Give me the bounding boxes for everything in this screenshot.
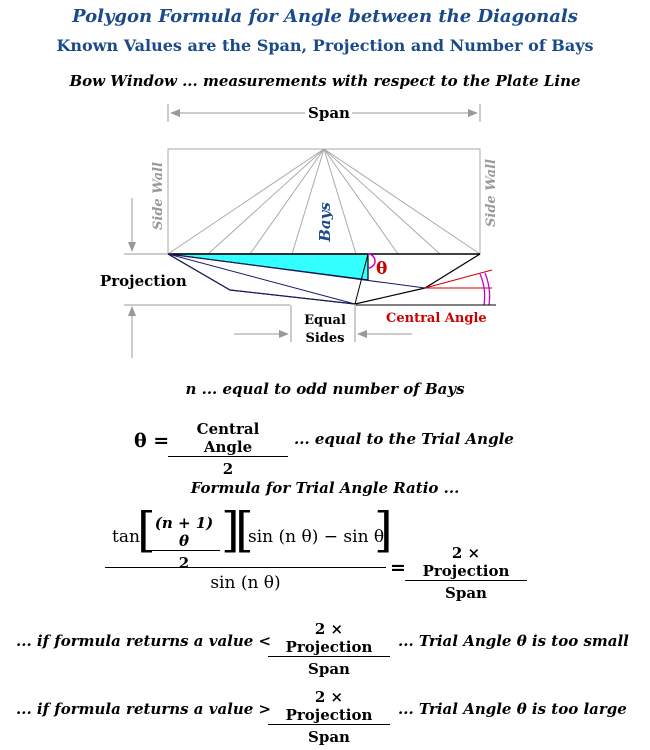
projection-arrowhead-bottom xyxy=(128,306,136,316)
theta-numerator: Central Angle xyxy=(196,420,260,456)
side-wall-right-label: Side Wall xyxy=(484,159,499,227)
span-label: Span xyxy=(308,104,350,122)
bay-fan-lines xyxy=(167,148,481,255)
inner-numerator: (n + 1) θ xyxy=(154,514,214,550)
cond2-numerator: 2 × Projection xyxy=(285,688,373,724)
center-guide xyxy=(354,253,369,305)
theta-denominator: 2 xyxy=(168,456,288,478)
bays-label: Bays xyxy=(316,202,334,243)
n-note: n ... equal to odd number of Bays xyxy=(185,380,465,398)
sides-label: Sides xyxy=(305,331,344,346)
equals-sign: = xyxy=(390,557,406,579)
bracket2-open: [ xyxy=(235,502,254,558)
equal-label: Equal xyxy=(304,313,346,328)
span-arrow-left xyxy=(170,109,180,117)
diagram-caption: Bow Window ... measurements with respect… xyxy=(69,72,581,90)
equal-arrow-right xyxy=(357,330,367,338)
rhs-fraction: 2 × Projection Span xyxy=(405,544,527,602)
central-angle-ray xyxy=(424,269,493,289)
central-angle-arc-2 xyxy=(484,272,491,306)
span-arrow-right xyxy=(468,109,478,117)
bracket-close: ] xyxy=(221,502,240,558)
theta-fraction: Central Angle 2 xyxy=(168,420,288,478)
main-fraction-bar xyxy=(105,567,386,568)
side-wall-left-label: Side Wall xyxy=(151,162,166,230)
bow-window-diagram: Span θ Central Angle Side Wall Side Wall… xyxy=(100,104,499,358)
rhs-denominator: Span xyxy=(405,580,527,602)
cond1-denominator: Span xyxy=(268,656,390,678)
inner-denominator: 2 xyxy=(148,550,220,572)
bracket2-close: ] xyxy=(374,502,393,558)
cond2-prefix: ... if formula returns a value > xyxy=(16,700,272,718)
theta-arc xyxy=(367,253,376,269)
cond1-suffix: ... Trial Angle θ is too small xyxy=(398,632,629,650)
cond1-fraction: 2 × Projection Span xyxy=(268,620,390,678)
ratio-heading: Formula for Trial Angle Ratio ... xyxy=(190,479,460,497)
central-angle-arc-1 xyxy=(479,273,486,306)
equal-arrow-left xyxy=(279,330,289,338)
sin-difference: sin (n θ) − sin θ xyxy=(248,527,385,547)
theta-note: ... equal to the Trial Angle xyxy=(294,430,514,448)
projection-arrowhead-top xyxy=(128,242,136,252)
cond1-numerator: 2 × Projection xyxy=(285,620,373,656)
page-title: Polygon Formula for Angle between the Di… xyxy=(72,6,578,27)
projection-label: Projection xyxy=(100,272,187,290)
inner-fraction: (n + 1) θ 2 xyxy=(148,514,220,572)
bracket-open: [ xyxy=(137,502,156,558)
theta-lhs: θ = xyxy=(134,430,170,452)
cond1-prefix: ... if formula returns a value < xyxy=(16,632,272,650)
diagonals xyxy=(167,253,426,305)
rhs-numerator: 2 × Projection xyxy=(422,544,510,580)
tan-label: tan xyxy=(112,527,140,547)
cond2-denominator: Span xyxy=(268,724,390,746)
page-subtitle: Known Values are the Span, Projection an… xyxy=(56,36,594,55)
cond2-suffix: ... Trial Angle θ is too large xyxy=(398,700,627,718)
central-angle-label: Central Angle xyxy=(386,311,487,326)
cond2-fraction: 2 × Projection Span xyxy=(268,688,390,746)
main-denominator: sin (n θ) xyxy=(210,573,281,593)
theta-label: θ xyxy=(376,259,387,279)
